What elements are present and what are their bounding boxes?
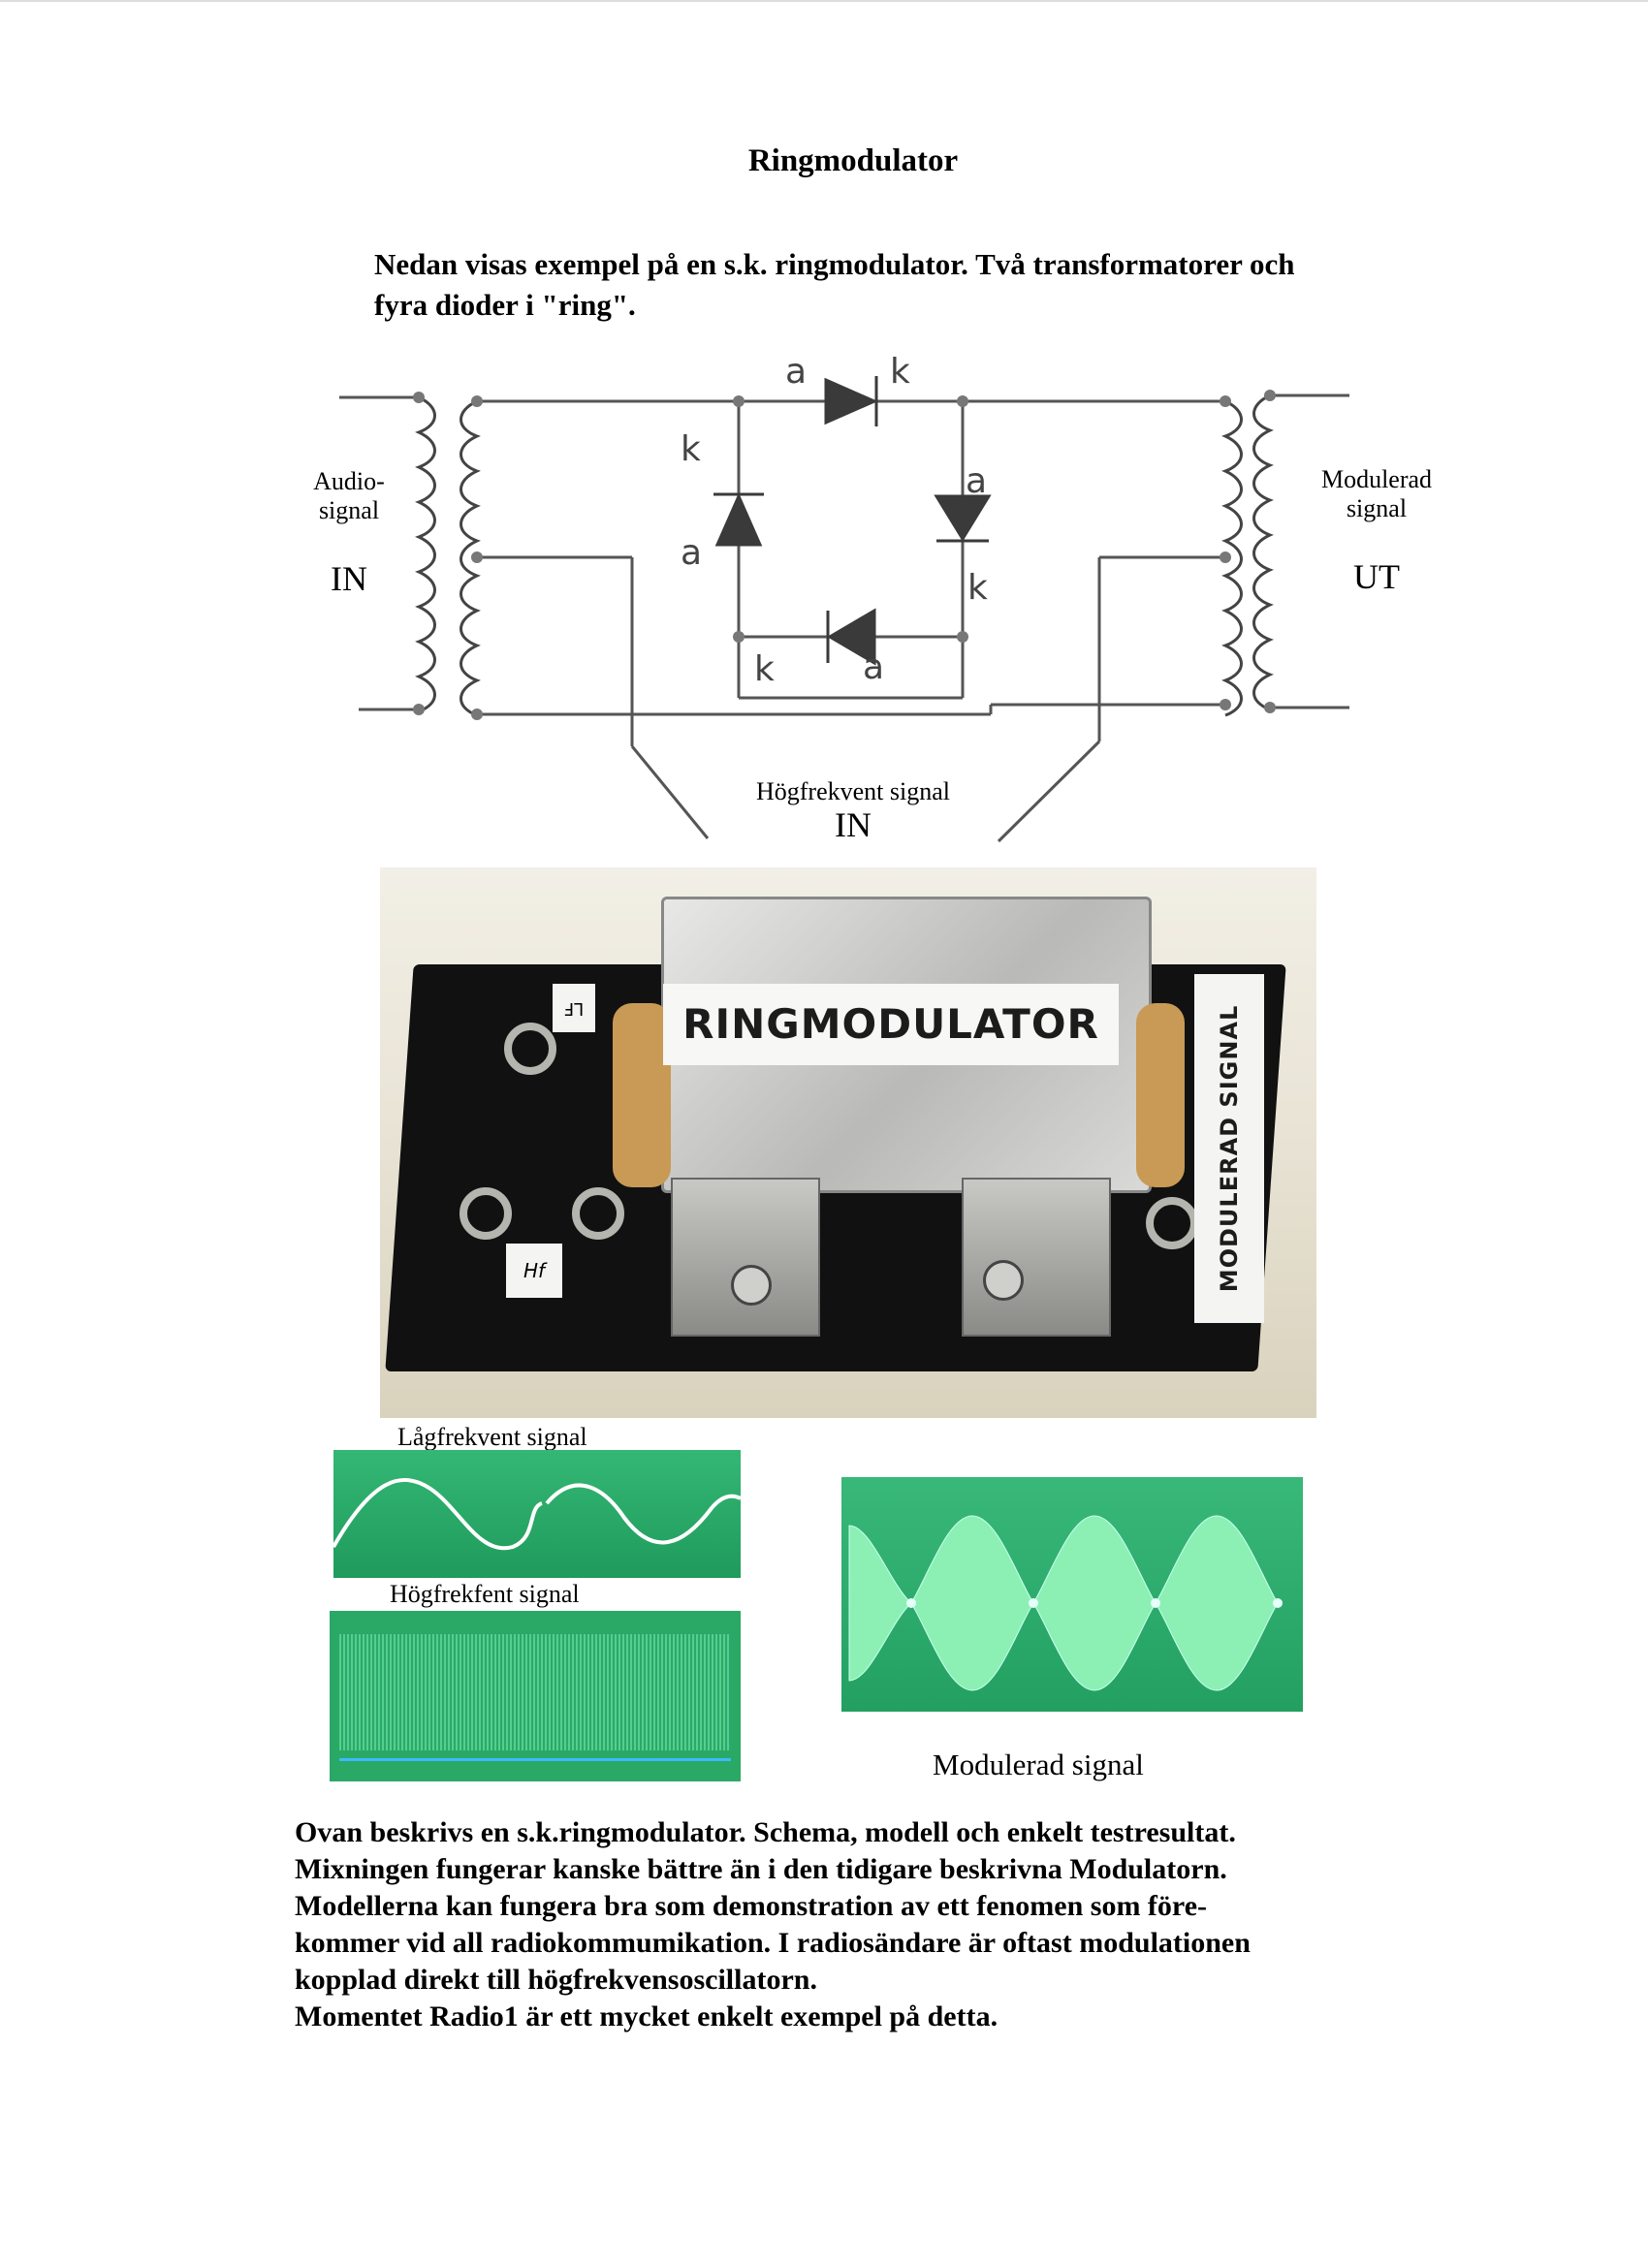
intro-paragraph: Nedan visas exempel på en s.k. ringmodul… (374, 244, 1441, 326)
high-frequency-band (339, 1634, 731, 1750)
intro-line-1: Nedan visas exempel på en s.k. ringmodul… (374, 247, 1295, 281)
hf-tag: Hf (506, 1244, 562, 1298)
screw-icon (983, 1260, 1024, 1301)
diode-label-bottom-a: a (863, 647, 884, 687)
ringmodulator-photo: LF Hf RINGMODULATOR MODULERAD SIGNAL (380, 867, 1316, 1418)
outro-line-2: Mixningen fungerar kanske bättre än i de… (295, 1853, 1227, 1885)
side-label (1194, 974, 1264, 1323)
terminal-hf-1 (460, 1187, 512, 1240)
terminal-lf-1 (504, 1023, 556, 1075)
screw-icon (731, 1265, 772, 1306)
junction-dots (413, 390, 1276, 720)
photo-bracket-right (962, 1178, 1111, 1337)
high-frequency-baseline (339, 1758, 731, 1761)
hf-signal-label: Högfrekvent signal (755, 777, 950, 805)
ring-modulator-schematic: a k k a a k k a (339, 352, 1349, 843)
modulated-signal-label-line-2: signal (1346, 494, 1408, 522)
audio-signal-label-line-2: signal (318, 496, 380, 524)
low-frequency-label: Lågfrekvent signal (397, 1423, 587, 1451)
audio-signal-label: Audio- signal (301, 467, 397, 525)
page-top-rule (0, 0, 1648, 2)
module-label: RINGMODULATOR (663, 984, 1119, 1065)
outro-line-5: kopplad direkt till högfrekvensoscillato… (295, 1964, 817, 1996)
outro-line-3: Modellerna kan fungera bra som demonstra… (295, 1890, 1208, 1922)
diode-label-bottom-k: k (754, 649, 775, 689)
page-title: Ringmodulator (747, 143, 959, 178)
outro-paragraph: Ovan beskrivs en s.k.ringmodulator. Sche… (295, 1814, 1410, 2035)
outro-line-1: Ovan beskrivs en s.k.ringmodulator. Sche… (295, 1816, 1236, 1848)
diode-label-top-k: k (890, 352, 910, 392)
audio-signal-label-line-1: Audio- (313, 467, 385, 495)
hf-in-label: IN (835, 805, 872, 844)
intro-line-2: fyra dioder i "ring". (374, 288, 636, 322)
modulated-envelope (848, 1515, 1283, 1691)
side-label-text: MODULERAD SIGNAL (1216, 1004, 1243, 1293)
high-frequency-label: Högfrekfent signal (390, 1580, 580, 1608)
low-frequency-scope (333, 1450, 741, 1578)
terminal-out (1146, 1197, 1198, 1249)
diode-label-top-a: a (785, 352, 807, 392)
modulated-caption: Modulerad signal (933, 1748, 1144, 1781)
schematic-wires (339, 394, 1349, 843)
photo-coil-right (1136, 1003, 1185, 1187)
low-frequency-trace (333, 1477, 741, 1551)
diode-label-left-a: a (681, 533, 702, 573)
modulated-signal-label-line-1: Modulerad (1320, 465, 1433, 493)
outro-line-6: Momentet Radio1 är ett mycket enkelt exe… (295, 2000, 998, 2032)
diodes (713, 376, 992, 666)
modulated-out-label: UT (1353, 557, 1400, 596)
photo-coil-left (613, 1003, 671, 1187)
terminal-hf-2 (572, 1187, 624, 1240)
outro-line-4: kommer vid all radiokommumikation. I rad… (295, 1927, 1251, 1959)
diode-label-right-a: a (966, 461, 987, 501)
photo-bracket-left (671, 1178, 820, 1337)
diode-label-right-k: k (967, 568, 988, 608)
lf-tag: LF (553, 984, 595, 1032)
modulated-signal-label: Modulerad signal (1299, 465, 1454, 523)
transformer-coils (415, 394, 1274, 717)
audio-in-label: IN (331, 559, 367, 598)
high-frequency-scope (330, 1611, 741, 1781)
modulated-scope (841, 1477, 1303, 1712)
diode-label-left-k: k (681, 429, 701, 469)
